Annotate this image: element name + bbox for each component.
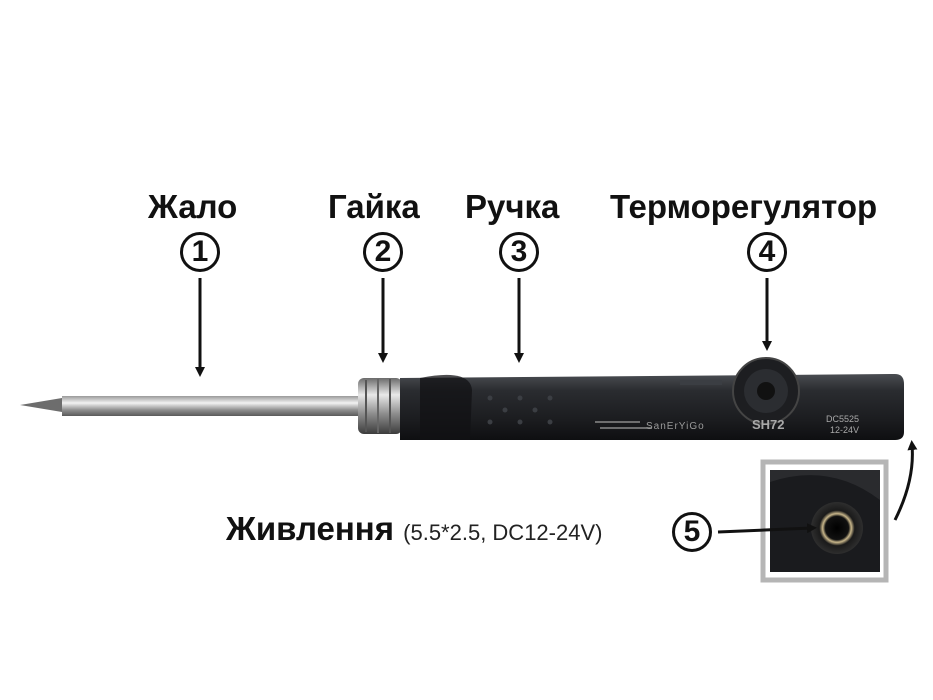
power-inset: [760, 459, 889, 583]
thermostat-knob: [732, 357, 800, 425]
label-power-spec: (5.5*2.5, DC12-24V): [403, 520, 603, 545]
label-power-text: Живлення: [226, 510, 394, 547]
nut-shape: [358, 378, 402, 434]
label-thermostat: Терморегулятор: [610, 188, 878, 225]
voltage-marking: 12-24V: [830, 425, 860, 435]
callout-arrows: [195, 278, 918, 534]
connector-marking: DC5525: [826, 414, 860, 424]
label-tip: Жало: [148, 188, 238, 225]
label-nut: Гайка: [328, 188, 420, 225]
arrow-power: [717, 523, 817, 534]
number-power: 5: [672, 512, 712, 552]
number-nut: 2: [363, 232, 403, 272]
number-thermostat: 4: [747, 232, 787, 272]
number-handle: 3: [499, 232, 539, 272]
label-handle: Ручка: [465, 188, 560, 225]
label-power: Живлення (5.5*2.5, DC12-24V): [226, 512, 602, 545]
arrow-curve: [893, 440, 918, 521]
tip-shape: [20, 396, 362, 416]
brand-marking: SanErYiGo: [646, 421, 705, 432]
number-tip: 1: [180, 232, 220, 272]
model-marking: SH72: [752, 417, 785, 432]
